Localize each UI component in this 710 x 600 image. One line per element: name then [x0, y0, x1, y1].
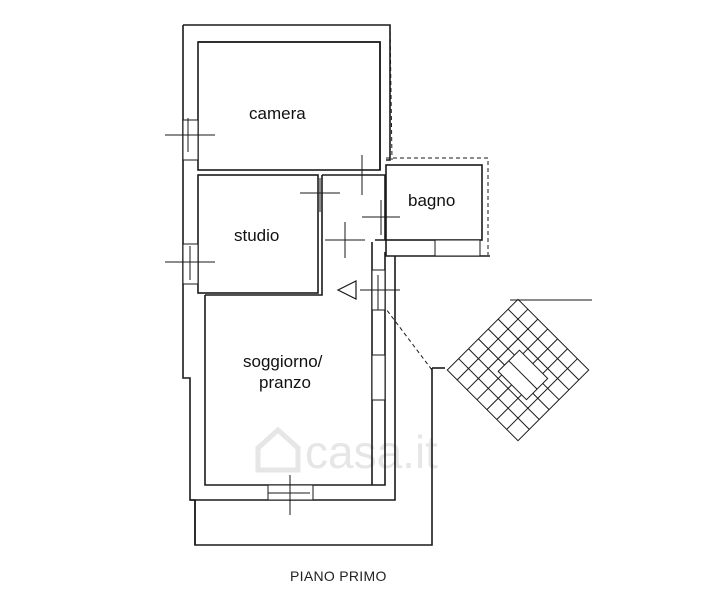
staircase — [446, 298, 590, 442]
windows — [182, 119, 481, 501]
watermark: casa.it — [255, 426, 438, 478]
room-label-pranzo: pranzo — [259, 373, 311, 392]
dashed-boundaries — [382, 24, 489, 371]
room-label-soggiorno: soggiorno/ — [243, 352, 323, 371]
room-label-bagno: bagno — [408, 191, 455, 210]
cross-markers — [165, 118, 400, 515]
room-label-studio: studio — [234, 226, 279, 245]
house-logo-icon — [255, 426, 301, 473]
floor-caption: PIANO PRIMO — [290, 568, 387, 584]
entrance-arrow-icon — [336, 280, 357, 300]
room-label-camera: camera — [249, 104, 306, 123]
